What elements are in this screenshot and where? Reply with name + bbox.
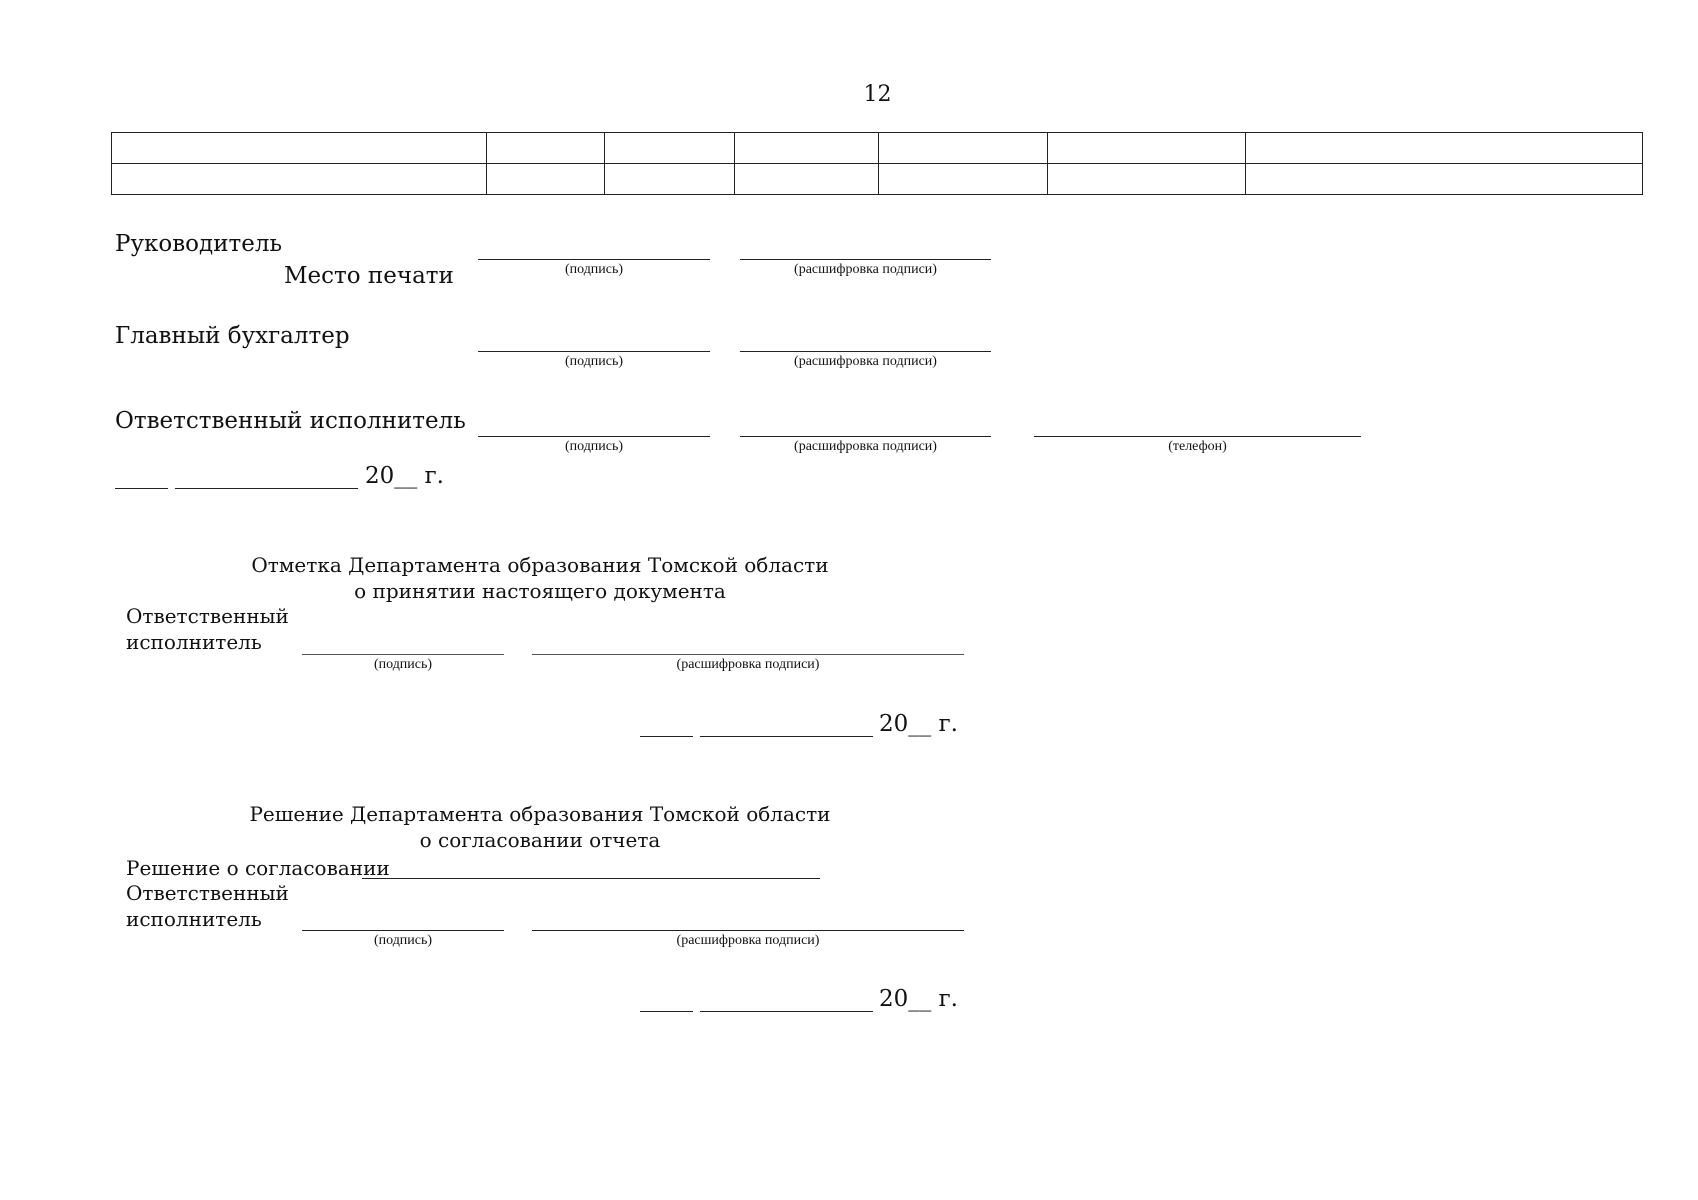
mark-name-caption: (расшифровка подписи) (676, 657, 820, 672)
date-day-line (115, 488, 168, 489)
table-row (111, 163, 1643, 195)
mark-executor-label-line1: Ответственный (126, 604, 289, 628)
accountant-sign-caption: (подпись) (564, 354, 624, 369)
table-row (111, 132, 1643, 164)
table-cell (604, 163, 735, 195)
head-name-caption: (расшифровка подписи) (794, 262, 937, 277)
table-cell (878, 132, 1048, 164)
table-cell (734, 163, 879, 195)
decision-executor-label-line2: исполнитель (126, 907, 262, 931)
accountant-name-line (740, 351, 991, 352)
accountant-signature-line (478, 351, 710, 352)
decision-signature-line (302, 930, 504, 931)
table-cell (111, 163, 487, 195)
decision-date-day-line (640, 1011, 693, 1012)
table-cell (734, 132, 879, 164)
date-month-line (175, 488, 358, 489)
decision-title-line1: Решение Департамента образования Томской… (249, 802, 831, 826)
decision-date-month-line (700, 1011, 873, 1012)
table-cell (486, 163, 605, 195)
mark-title-line2: о принятии настоящего документа (354, 579, 726, 603)
mark-date-year: 20__ г. (879, 711, 958, 737)
report-table (111, 132, 1643, 195)
head-label: Руководитель (115, 231, 282, 257)
head-sign-caption: (подпись) (564, 262, 624, 277)
table-cell (1047, 132, 1246, 164)
executor-phone-caption: (телефон) (1168, 439, 1227, 454)
executor-name-caption: (расшифровка подписи) (794, 439, 937, 454)
decision-sign-caption: (подпись) (373, 933, 433, 948)
head-name-line (740, 259, 991, 260)
page-number: 12 (863, 82, 892, 107)
decision-name-line (532, 930, 964, 931)
date-year: 20__ г. (365, 463, 444, 489)
mark-name-line (532, 654, 964, 655)
mark-date-day-line (640, 736, 693, 737)
decision-executor-label-line1: Ответственный (126, 881, 289, 905)
decision-name-caption: (расшифровка подписи) (676, 933, 820, 948)
table-cell (111, 132, 487, 164)
table-cell (1245, 163, 1643, 195)
table-cell (878, 163, 1048, 195)
accountant-label: Главный бухгалтер (115, 323, 350, 349)
table-cell (1047, 163, 1246, 195)
executor-name-line (740, 436, 991, 437)
decision-approval-label: Решение о согласовании (126, 856, 390, 880)
decision-date-year: 20__ г. (879, 986, 958, 1012)
executor-sign-caption: (подпись) (564, 439, 624, 454)
mark-executor-label-line2: исполнитель (126, 630, 262, 654)
table-cell (1245, 132, 1643, 164)
mark-sign-caption: (подпись) (373, 657, 433, 672)
table-cell (486, 132, 605, 164)
accountant-name-caption: (расшифровка подписи) (794, 354, 937, 369)
seal-label: Место печати (284, 263, 454, 289)
mark-date-month-line (700, 736, 873, 737)
executor-phone-line (1034, 436, 1361, 437)
decision-approval-line (362, 878, 820, 879)
mark-signature-line (302, 654, 504, 655)
executor-signature-line (478, 436, 710, 437)
mark-title-line1: Отметка Департамента образования Томской… (251, 553, 829, 577)
decision-title-line2: о согласовании отчета (419, 828, 661, 852)
executor-label: Ответственный исполнитель (115, 408, 466, 434)
head-signature-line (478, 259, 710, 260)
table-cell (604, 132, 735, 164)
